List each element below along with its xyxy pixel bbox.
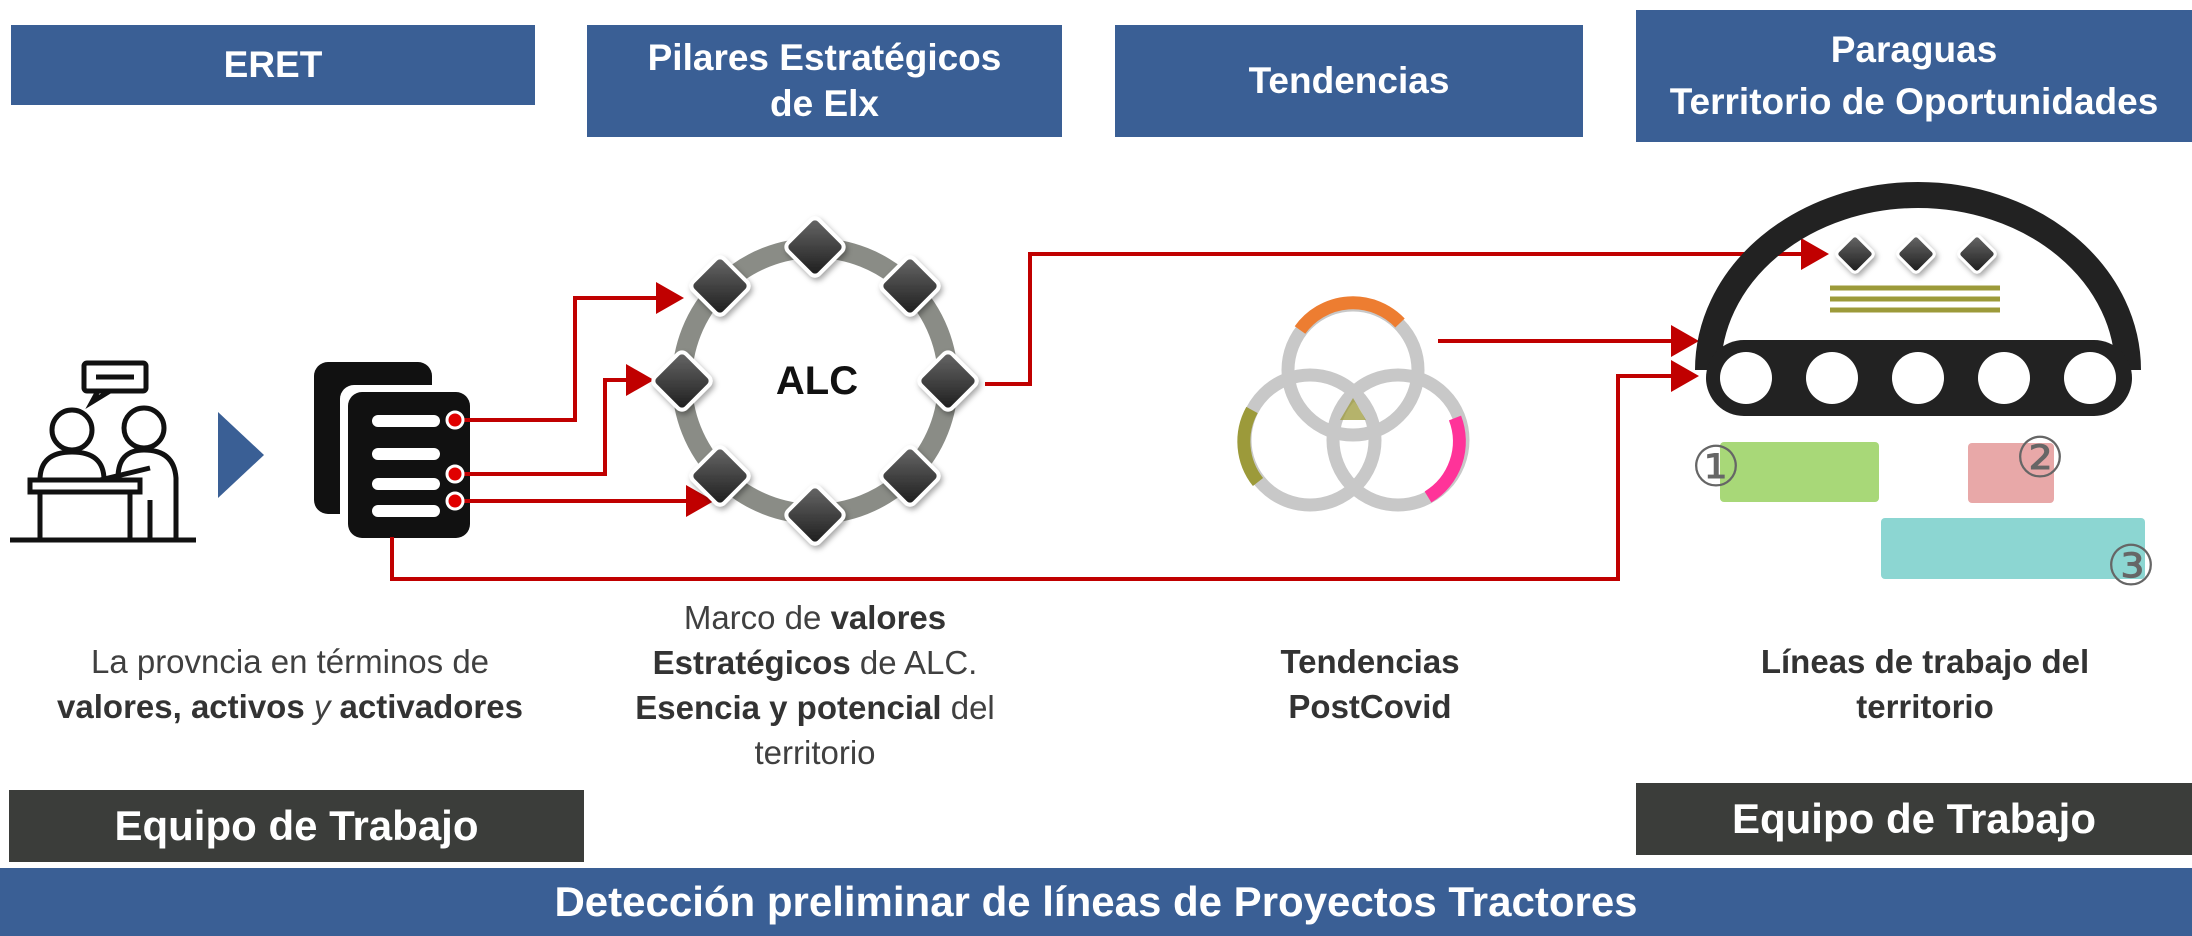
diamond-icon: [784, 216, 846, 278]
diamond-icon: [1835, 234, 1875, 274]
team-right-label: Equipo de Trabajo: [1731, 795, 2097, 842]
header-eret: ERET: [11, 25, 535, 105]
arrow-alc-to-paraguas: [985, 238, 1829, 386]
doc-connector-dots: [445, 410, 465, 511]
caption-alc-valores: valores: [830, 599, 947, 636]
paraguas-umbrella-icon: [1695, 182, 2141, 416]
caption-alc-line3: Esencia y potencial del: [590, 685, 1040, 730]
caption-alc-line1: Marco de valores: [590, 595, 1040, 640]
team-left-label: Equipo de Trabajo: [114, 802, 479, 849]
number-one-icon: ①: [1691, 435, 1741, 500]
olive-lines: [1830, 285, 2000, 313]
caption-alc-territorio: territorio: [754, 734, 876, 771]
work-line-bar-teal: [1881, 518, 2145, 579]
footer-label: Detección preliminar de líneas de Proyec…: [554, 878, 1638, 925]
diamond-icon: [1957, 234, 1997, 274]
caption-lineas: Líneas de trabajo del territorio: [1660, 639, 2190, 729]
header-pilares-line1: Pilares Estratégicos: [647, 37, 1002, 78]
header-pilares: Pilares Estratégicos de Elx: [587, 25, 1062, 137]
diamond-icon: [784, 484, 846, 546]
diamond-icon: [651, 350, 713, 412]
caption-eret-line1: La provncia en términos de: [90, 643, 490, 680]
tendencias-venn-icon: [1237, 296, 1470, 512]
document-list-icon: [314, 362, 470, 538]
arrow-doc-to-alc-mid: [455, 364, 654, 476]
header-paraguas-line2: Territorio de Oportunidades: [1669, 81, 2159, 122]
team-box-right: Equipo de Trabajo: [1636, 783, 2192, 855]
alc-ring-diagram: ALC: [651, 216, 979, 546]
arrow-doc-to-paraguas-bottom: [390, 360, 1699, 581]
header-pilares-line2: de Elx: [770, 83, 879, 124]
caption-eret-line2: valores, activos y activadores: [10, 684, 570, 729]
connector-arrows: [390, 238, 1829, 581]
caption-lineas-bold: Líneas de trabajo: [1760, 643, 2033, 680]
header-paraguas-line1: Paraguas: [1830, 29, 1998, 70]
caption-lineas-del: del: [2041, 643, 2090, 680]
caption-alc-del: del: [950, 689, 995, 726]
work-line-bar-pink: [1968, 443, 2054, 503]
caption-alc-esencia: Esencia y potencial: [635, 689, 942, 726]
caption-eret-y: y: [313, 688, 331, 725]
diamond-icon: [1896, 234, 1936, 274]
caption-eret-activadores: activadores: [339, 688, 523, 725]
number-two-icon: ②: [2015, 426, 2065, 491]
caption-eret: La provncia en términos de valores, acti…: [10, 639, 570, 729]
caption-eret-valores-activos: valores, activos: [57, 688, 305, 725]
header-tendencias-label: Tendencias: [1248, 60, 1450, 101]
number-three-icon: ③: [2106, 534, 2156, 599]
header-eret-label: ERET: [223, 44, 323, 85]
header-tendencias: Tendencias: [1115, 25, 1583, 137]
caption-lineas-line1: Líneas de trabajo del: [1660, 639, 2190, 684]
alc-diamonds: [651, 216, 979, 546]
header-paraguas: Paraguas Territorio de Oportunidades: [1636, 10, 2192, 142]
caption-tendencias: Tendencias PostCovid: [1170, 639, 1570, 729]
team-box-left: Equipo de Trabajo: [9, 790, 584, 862]
alc-center-label: ALC: [776, 359, 858, 403]
caption-tendencias-line2: PostCovid: [1288, 688, 1452, 725]
diamond-icon: [879, 445, 941, 507]
diamond-icon: [879, 255, 941, 317]
caption-alc-de-alc: de ALC.: [859, 644, 978, 681]
work-line-bar-green: [1720, 442, 1879, 502]
caption-alc-line2: Estratégicos de ALC.: [590, 640, 1040, 685]
meeting-people-icon: [10, 360, 196, 543]
diamond-icon: [689, 445, 751, 507]
caption-alc: Marco de valores Estratégicos de ALC. Es…: [590, 595, 1040, 775]
footer-banner: Detección preliminar de líneas de Proyec…: [0, 868, 2192, 936]
pointer-triangle-icon: [218, 412, 264, 498]
diamond-icon: [917, 350, 979, 412]
diamond-icon: [689, 255, 751, 317]
caption-alc-marco: Marco de: [683, 599, 822, 636]
arrow-doc-to-alc-top: [455, 282, 684, 422]
caption-lineas-territorio: territorio: [1856, 688, 1994, 725]
caption-tendencias-line1: Tendencias: [1280, 643, 1460, 680]
caption-alc-estrategicos: Estratégicos: [652, 644, 851, 681]
